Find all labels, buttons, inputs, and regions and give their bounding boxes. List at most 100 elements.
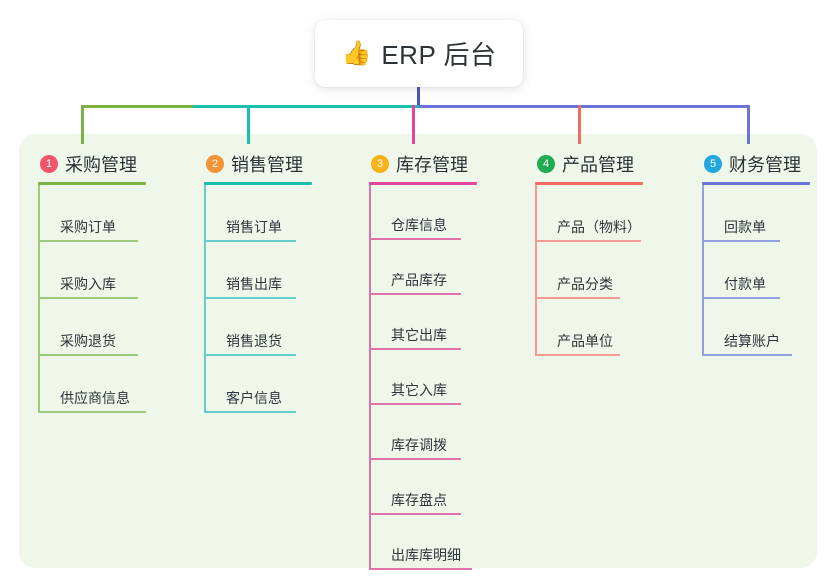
leaf-node[interactable]: 出库库明细 — [369, 515, 472, 570]
leaf-node[interactable]: 销售退货 — [204, 299, 296, 356]
leaf-node[interactable]: 其它出库 — [369, 295, 461, 350]
leaf-node[interactable]: 付款单 — [702, 242, 780, 299]
branch-title-2: 销售管理 — [231, 155, 303, 175]
branch-header-4[interactable]: 4 产品管理 — [535, 146, 643, 182]
leaf-node[interactable]: 客户信息 — [204, 356, 296, 413]
leaf-node[interactable]: 其它入库 — [369, 350, 461, 405]
branch-items-1: 采购订单 采购入库 采购退货 供应商信息 — [38, 185, 146, 413]
leaf-label: 产品库存 — [391, 272, 447, 288]
leaf-node[interactable]: 采购退货 — [38, 299, 138, 356]
leaf-label: 库存调拨 — [391, 437, 447, 453]
leaf-underline — [369, 458, 461, 460]
leaf-label: 产品（物料） — [557, 219, 641, 235]
leaf-node[interactable]: 产品（物料） — [535, 185, 641, 242]
leaf-underline — [702, 240, 780, 242]
leaf-label: 结算账户 — [724, 333, 780, 349]
branch-underline-5 — [702, 182, 810, 185]
leaf-label: 供应商信息 — [60, 390, 130, 406]
branch-header-2[interactable]: 2 销售管理 — [204, 146, 312, 182]
branch-title-5: 财务管理 — [729, 155, 801, 175]
branch-header-1[interactable]: 1 采购管理 — [38, 146, 146, 182]
leaf-underline — [535, 240, 641, 242]
leaf-label: 销售退货 — [226, 333, 282, 349]
branch-underline-1 — [38, 182, 146, 185]
branch-spine-2 — [204, 185, 206, 413]
branch-column-finance: 5 财务管理 回款单 付款单 结算账户 — [702, 146, 810, 356]
branch-column-inventory: 3 库存管理 仓库信息 产品库存 其它出库 其它入库 库存调拨 — [369, 146, 477, 570]
leaf-node[interactable]: 销售订单 — [204, 185, 296, 242]
leaf-node[interactable]: 库存盘点 — [369, 460, 461, 515]
leaf-underline — [38, 297, 138, 299]
diagram-panel — [19, 134, 817, 568]
stub-connector-1 — [81, 105, 84, 144]
leaf-label: 产品分类 — [557, 276, 613, 292]
leaf-node[interactable]: 采购入库 — [38, 242, 138, 299]
leaf-underline — [369, 238, 461, 240]
leaf-underline — [204, 411, 296, 413]
leaf-underline — [204, 240, 296, 242]
leaf-underline — [369, 568, 472, 570]
leaf-label: 仓库信息 — [391, 217, 447, 233]
leaf-node[interactable]: 产品分类 — [535, 242, 620, 299]
leaf-label: 其它入库 — [391, 382, 447, 398]
branch-badge-4: 4 — [537, 155, 555, 173]
leaf-label: 其它出库 — [391, 327, 447, 343]
leaf-underline — [369, 293, 461, 295]
branch-badge-3: 3 — [371, 155, 389, 173]
branch-spine-4 — [535, 185, 537, 356]
leaf-node[interactable]: 销售出库 — [204, 242, 296, 299]
branch-underline-4 — [535, 182, 643, 185]
leaf-node[interactable]: 供应商信息 — [38, 356, 146, 413]
leaf-underline — [535, 354, 620, 356]
leaf-node[interactable]: 产品单位 — [535, 299, 620, 356]
leaf-node[interactable]: 采购订单 — [38, 185, 138, 242]
stub-connector-4 — [578, 105, 581, 144]
leaf-underline — [535, 297, 620, 299]
leaf-label: 销售订单 — [226, 219, 282, 235]
leaf-underline — [369, 348, 461, 350]
branch-spine-3 — [369, 185, 371, 570]
root-node-card[interactable]: 👍 ERP 后台 — [315, 20, 523, 87]
branch-title-1: 采购管理 — [65, 155, 137, 175]
leaf-node[interactable]: 仓库信息 — [369, 185, 461, 240]
branch-items-2: 销售订单 销售出库 销售退货 客户信息 — [204, 185, 312, 413]
stub-connector-3 — [412, 105, 415, 144]
branch-header-5[interactable]: 5 财务管理 — [702, 146, 810, 182]
root-node-title: ERP 后台 — [381, 40, 497, 70]
leaf-node[interactable]: 产品库存 — [369, 240, 461, 295]
leaf-underline — [702, 354, 792, 356]
branch-title-3: 库存管理 — [396, 155, 468, 175]
leaf-node[interactable]: 回款单 — [702, 185, 780, 242]
branch-spine-1 — [38, 185, 40, 413]
leaf-label: 回款单 — [724, 219, 766, 235]
bus-segment-teal — [193, 105, 421, 108]
leaf-underline — [369, 513, 461, 515]
stub-connector-5 — [747, 105, 750, 144]
trunk-connector — [417, 87, 420, 107]
branch-spine-5 — [702, 185, 704, 356]
stub-connector-2 — [247, 105, 250, 144]
leaf-underline — [204, 354, 296, 356]
thumbs-up-icon: 👍 — [341, 39, 372, 67]
leaf-label: 客户信息 — [226, 390, 282, 406]
leaf-node[interactable]: 结算账户 — [702, 299, 792, 356]
branch-title-4: 产品管理 — [562, 155, 634, 175]
leaf-underline — [38, 240, 138, 242]
branch-badge-5: 5 — [704, 155, 722, 173]
branch-items-4: 产品（物料） 产品分类 产品单位 — [535, 185, 643, 356]
leaf-label: 采购入库 — [60, 276, 116, 292]
branch-underline-3 — [369, 182, 477, 185]
leaf-label: 产品单位 — [557, 333, 613, 349]
leaf-node[interactable]: 库存调拨 — [369, 405, 461, 460]
leaf-underline — [38, 411, 146, 413]
branch-items-3: 仓库信息 产品库存 其它出库 其它入库 库存调拨 库存盘点 — [369, 185, 477, 570]
branch-column-purchasing: 1 采购管理 采购订单 采购入库 采购退货 供应商信息 — [38, 146, 146, 413]
branch-header-3[interactable]: 3 库存管理 — [369, 146, 477, 182]
leaf-label: 库存盘点 — [391, 492, 447, 508]
leaf-label: 采购退货 — [60, 333, 116, 349]
branch-items-5: 回款单 付款单 结算账户 — [702, 185, 810, 356]
branch-column-product: 4 产品管理 产品（物料） 产品分类 产品单位 — [535, 146, 643, 356]
leaf-label: 销售出库 — [226, 276, 282, 292]
bus-segment-indigo — [419, 105, 749, 108]
